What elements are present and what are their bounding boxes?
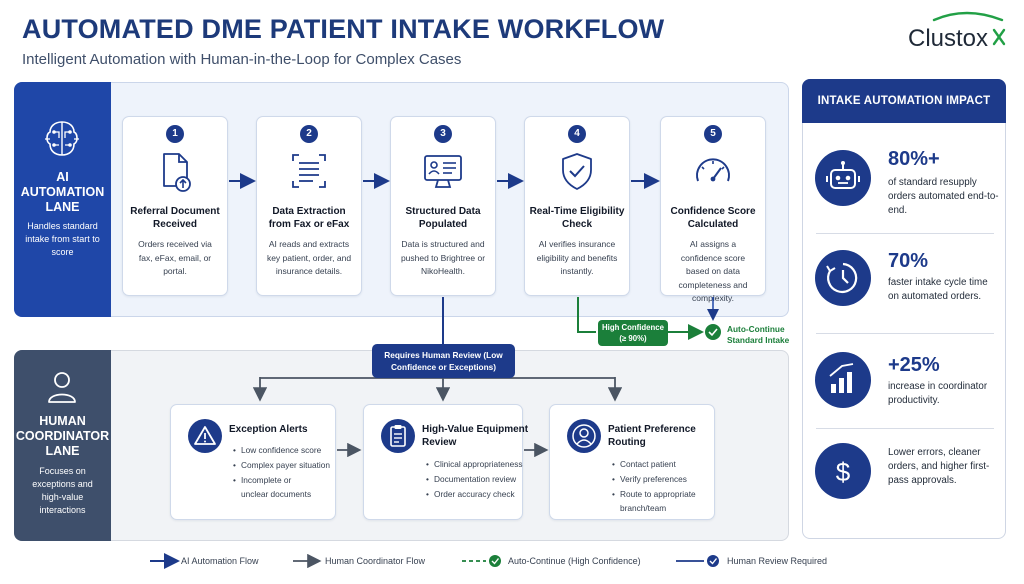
impact-divider xyxy=(816,233,994,234)
human-card-preference-routing: Patient Preference Routing Contact patie… xyxy=(549,404,715,520)
step-card-confidence: 5 Confidence Score Calculated AI assigns… xyxy=(660,116,766,303)
human-lane-title: HUMAN COORDINATOR LANE xyxy=(15,414,110,458)
impact-description: of standard resupply orders automated en… xyxy=(888,177,999,216)
page-title: AUTOMATED DME PATIENT INTAKE WORKFLOW xyxy=(22,14,665,44)
step-number: 3 xyxy=(434,125,452,143)
document-scan-icon xyxy=(292,154,326,188)
list-item: Clinical appropriateness xyxy=(426,457,523,472)
ai-lane-title: AI AUTOMATION LANE xyxy=(20,170,105,214)
requires-review-box: Requires Human Review (Low Confidence or… xyxy=(372,344,515,378)
human-card-list: Clinical appropriateness Documentation r… xyxy=(426,457,523,502)
step-number: 2 xyxy=(300,125,318,143)
human-card-list: Low confidence score Complex payer situa… xyxy=(233,443,330,501)
svg-text:$: $ xyxy=(836,457,851,487)
human-card-title: High-Value Equipment Review xyxy=(422,424,529,448)
legend-check-icon xyxy=(489,555,501,567)
bar-chart-icon xyxy=(815,352,871,408)
step-title: Data Extraction from Fax or eFax xyxy=(268,206,350,230)
human-lane-description: Focuses on exceptions and high-value int… xyxy=(32,466,93,515)
step-title: Structured Data Populated xyxy=(405,206,481,230)
list-item: Verify preferences xyxy=(612,472,702,487)
legend-human-coordinator: Human Coordinator Flow xyxy=(325,556,426,566)
impact-description: faster intake cycle time on automated or… xyxy=(888,277,988,302)
human-card-list: Contact patient Verify preferences Route… xyxy=(612,457,702,515)
impact-divider xyxy=(816,428,994,429)
step-card-eligibility: 4 Real-Time Eligibility Check AI verifie… xyxy=(524,116,630,296)
step-description: Data is structured and pushed to Brightr… xyxy=(400,239,486,276)
impact-divider xyxy=(816,333,994,334)
dollar-icon: $ xyxy=(815,443,871,499)
impact-description: increase in coordinator productivity. xyxy=(888,381,988,406)
list-item: Complex payer situation xyxy=(233,458,330,473)
legend-human-review: Human Review Required xyxy=(727,556,828,566)
high-confidence-badge: High Confidence (≥ 90%) xyxy=(598,320,668,346)
legend-auto-continue: Auto-Continue (High Confidence) xyxy=(508,556,641,566)
step-card-referral: 1 Referral Document Received Orders rece… xyxy=(122,116,228,296)
list-item: Low confidence score xyxy=(233,443,330,458)
human-card-title: Exception Alerts xyxy=(229,424,308,435)
document-upload-icon xyxy=(163,153,191,192)
step-title: Real-Time Eligibility Check xyxy=(529,206,625,230)
step-number: 1 xyxy=(166,125,184,143)
human-card-equipment-review: High-Value Equipment Review Clinical app… xyxy=(363,404,528,520)
warning-icon xyxy=(188,419,222,453)
impact-value: 80%+ xyxy=(888,148,940,170)
ai-lane-description: Handles standard intake from start to sc… xyxy=(25,221,100,257)
logo-text: Clustox xyxy=(908,25,988,52)
ai-brain-icon xyxy=(45,121,79,156)
ai-lane-header xyxy=(14,82,111,317)
list-item: Incomplete or unclear documents xyxy=(233,473,313,501)
list-item: Order accuracy check xyxy=(426,487,523,502)
clipboard-icon xyxy=(381,419,415,453)
list-item: Documentation review xyxy=(426,472,523,487)
monitor-profile-icon xyxy=(424,155,462,188)
step-title: Confidence Score Calculated xyxy=(670,206,756,230)
clustox-logo: Clustox xyxy=(908,11,1006,52)
impact-value: +25% xyxy=(888,354,940,376)
impact-title: INTAKE AUTOMATION IMPACT xyxy=(802,79,1006,123)
step-number: 4 xyxy=(568,125,586,143)
page-subtitle: Intelligent Automation with Human-in-the… xyxy=(22,51,462,68)
step-description: AI reads and extracts key patient, order… xyxy=(266,239,352,276)
gauge-icon xyxy=(696,158,730,182)
robot-icon xyxy=(815,150,871,206)
user-icon xyxy=(567,419,601,453)
step-description: AI assigns a confidence score based on d… xyxy=(678,239,748,303)
list-item: Route to appropriate branch/team xyxy=(612,487,702,515)
auto-continue-label: Auto-Continue Standard Intake xyxy=(727,324,790,345)
step-number: 5 xyxy=(704,125,722,143)
person-icon xyxy=(48,372,76,403)
legend-ai-automation: AI Automation Flow xyxy=(181,556,259,566)
clock-icon xyxy=(815,250,871,306)
shield-check-icon xyxy=(562,153,592,190)
step-title: Referral Document Received xyxy=(130,206,220,230)
step-description: Orders received via fax, eFax, email, or… xyxy=(138,239,212,276)
impact-value: 70% xyxy=(888,250,929,272)
human-card-exception-alerts: Exception Alerts Low confidence score Co… xyxy=(170,404,336,520)
step-description: AI verifies insurance eligibility and be… xyxy=(536,239,618,276)
check-circle-icon xyxy=(705,324,721,340)
human-card-title: Patient Preference Routing xyxy=(608,424,696,448)
human-lane-header xyxy=(14,350,111,541)
step-card-structured-data: 3 Structured Data Populated Data is stru… xyxy=(390,116,496,296)
list-item: Contact patient xyxy=(612,457,702,472)
impact-description: Lower errors, cleaner orders, and higher… xyxy=(888,447,990,486)
step-card-extraction: 2 Data Extraction from Fax or eFax AI re… xyxy=(256,116,362,296)
legend-review-icon xyxy=(707,555,719,567)
